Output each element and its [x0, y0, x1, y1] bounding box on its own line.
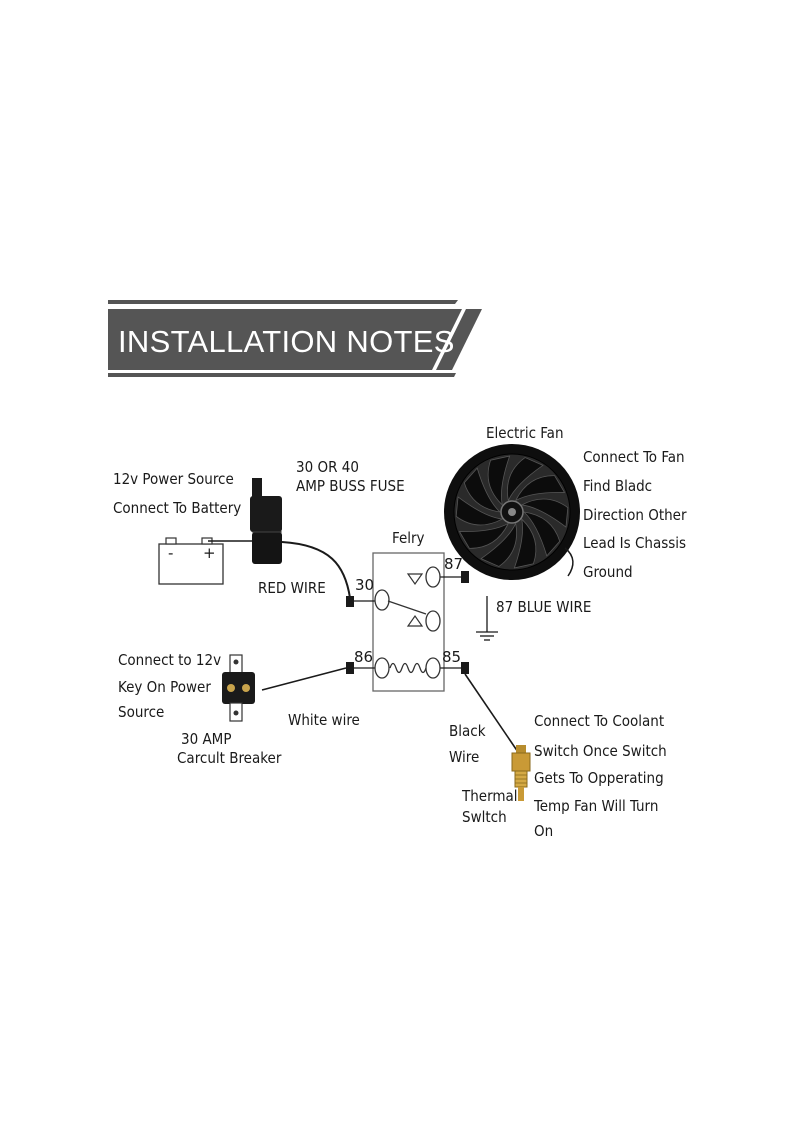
pin-87-connector [461, 571, 469, 583]
diode-87a-icon [406, 614, 424, 627]
fan-blade [522, 511, 561, 557]
contact-85 [425, 657, 441, 679]
fan-label: Electric Fan [486, 424, 564, 442]
breaker-body [222, 672, 255, 704]
fan-note-2: Find Bladc [583, 477, 652, 495]
key-label-2: Key On Power [118, 678, 211, 696]
contact-86 [374, 657, 390, 679]
breaker-terminal-left [227, 684, 235, 692]
pin-30-connector [346, 596, 354, 607]
banner-body [108, 309, 462, 370]
battery-minus-sign: - [168, 544, 173, 562]
black-wire-label-2: Wire [449, 748, 479, 766]
relay [354, 552, 461, 692]
fan-note-4: Lead Is Chassis [583, 534, 686, 552]
fan-blade [514, 475, 566, 502]
pin-30-label: 30 [355, 576, 374, 594]
ground-symbol-icon [476, 631, 498, 641]
fan-blade [507, 457, 544, 502]
relay-coil-icon [389, 662, 427, 674]
key-label-1: Connect to 12v [118, 651, 221, 669]
red-wire-label: RED WIRE [258, 579, 326, 597]
coolant-note-1: Connect To Coolant [534, 712, 664, 730]
breaker-terminal-right [242, 684, 250, 692]
banner-slash [436, 309, 482, 370]
power-source-label-2: Connect To Battery [113, 499, 241, 517]
thermal-switch [511, 745, 531, 801]
fan-blade [487, 455, 511, 507]
fan-blade [513, 517, 537, 569]
pin-87-label: 87 [444, 555, 463, 573]
pin-85-connector [461, 662, 469, 674]
power-source-label-1: 12v Power Source [113, 470, 234, 488]
relay-label: Felry [392, 529, 425, 547]
banner-bottom-rule [108, 373, 456, 377]
black-wire-label-1: Black [449, 722, 486, 740]
battery: - + [158, 537, 224, 585]
fan-note-5: Ground [583, 563, 633, 581]
breaker-label-1: 30 AMP [181, 730, 231, 748]
page-title: INSTALLATION NOTES [118, 324, 455, 359]
fan-blade [480, 522, 517, 567]
electric-fan-icon [444, 444, 580, 580]
thermal-probe [518, 787, 524, 801]
thermal-label-1: Thermal [461, 787, 518, 805]
fan-note-1: Connect To Fan [583, 448, 685, 466]
thermal-cap [516, 745, 526, 753]
blue-wire-label: 87 BLUE WIRE [496, 598, 591, 616]
breaker-label-2: Carcult Breaker [177, 749, 282, 767]
coolant-note-4: Temp Fan Will Turn [533, 797, 658, 815]
contact-87a [425, 610, 441, 632]
contact-87 [425, 566, 441, 588]
pin-86-label: 86 [354, 648, 373, 666]
fan-blade [455, 496, 504, 526]
fuse-label-1: 30 OR 40 [296, 458, 359, 476]
pin-86-connector [346, 662, 354, 674]
switch-arm [387, 600, 427, 615]
key-label-3: Source [118, 703, 164, 721]
header-banner: INSTALLATION NOTES [108, 300, 482, 377]
fan-lead-wire [564, 547, 574, 577]
coolant-note-2: Switch Once Switch [534, 742, 667, 760]
coolant-note-3: Gets To Opperating [534, 769, 664, 787]
fuse-label-2: AMP BUSS FUSE [296, 477, 405, 495]
pin-85-label: 85 [442, 648, 461, 666]
thermal-label-2: Swltch [462, 808, 507, 826]
fan-note-3: Direction Other [583, 506, 687, 524]
fuse-bracket [252, 478, 262, 500]
red-wire [281, 541, 351, 599]
coolant-note-5: On [534, 822, 553, 840]
contact-30 [374, 589, 390, 611]
fan-blade [520, 498, 569, 528]
battery-body [158, 543, 224, 585]
circuit-breaker [222, 654, 255, 722]
fuse-top [250, 496, 282, 532]
fuse-bottom [252, 532, 282, 564]
battery-plus-sign: + [203, 544, 216, 562]
thermal-hex [511, 752, 531, 772]
banner-top-rule [108, 300, 458, 304]
black-wire [464, 673, 519, 753]
fuse-holder [250, 478, 282, 564]
fan-blade [458, 522, 510, 549]
diode-87-icon [406, 573, 424, 586]
battery-terminal-neg [165, 537, 177, 545]
fan-blades [455, 455, 569, 569]
white-wire [261, 667, 347, 691]
fan-blade [463, 467, 502, 513]
white-wire-label: White wire [288, 711, 360, 729]
